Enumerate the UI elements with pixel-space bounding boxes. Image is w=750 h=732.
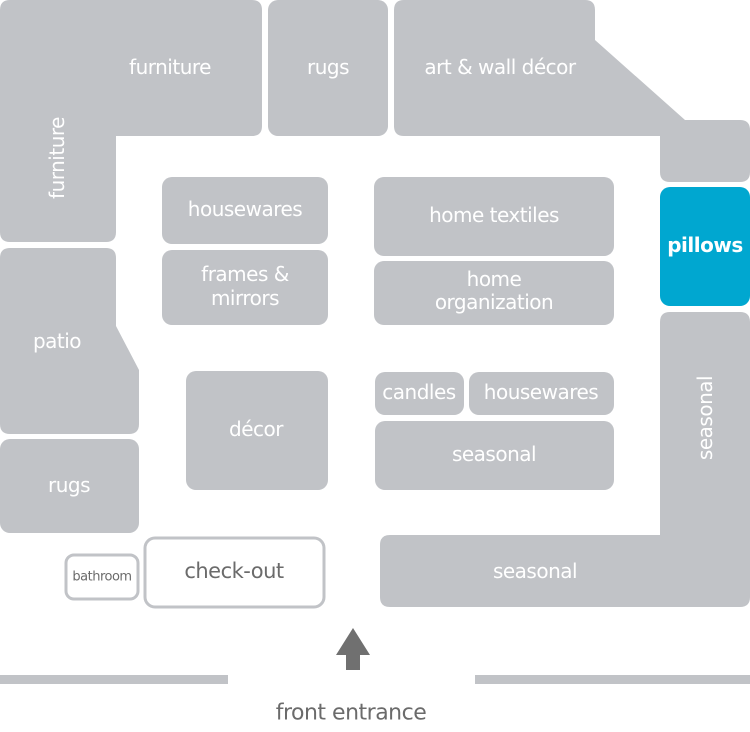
front-wall-left — [0, 675, 228, 684]
zone-home-textiles[interactable]: home textiles — [374, 177, 614, 256]
zone-housewares-left[interactable]: housewares — [162, 177, 328, 244]
zone-housewares-right[interactable]: housewares — [469, 372, 614, 415]
zone-checkout[interactable]: check-out — [143, 536, 326, 609]
zone-bathroom[interactable]: bathroom — [64, 553, 140, 601]
zone-frames-mirrors[interactable]: frames & mirrors — [162, 250, 328, 325]
up-arrow-icon — [336, 628, 370, 670]
front-wall-right — [475, 675, 750, 684]
zone-home-organization[interactable]: home organization — [374, 261, 614, 325]
zone-rugs-top[interactable]: rugs — [268, 0, 388, 136]
zone-candles[interactable]: candles — [375, 372, 464, 415]
zone-pillows[interactable]: pillows — [660, 187, 750, 306]
front-entrance-label: front entrance — [276, 701, 427, 726]
zone-art-wall-decor[interactable]: art & wall décor — [394, 0, 750, 182]
zone-decor[interactable]: décor — [186, 371, 328, 490]
zone-patio[interactable]: patio — [0, 248, 139, 434]
zone-seasonal-center[interactable]: seasonal — [375, 421, 614, 490]
zone-rugs-left[interactable]: rugs — [0, 439, 139, 533]
